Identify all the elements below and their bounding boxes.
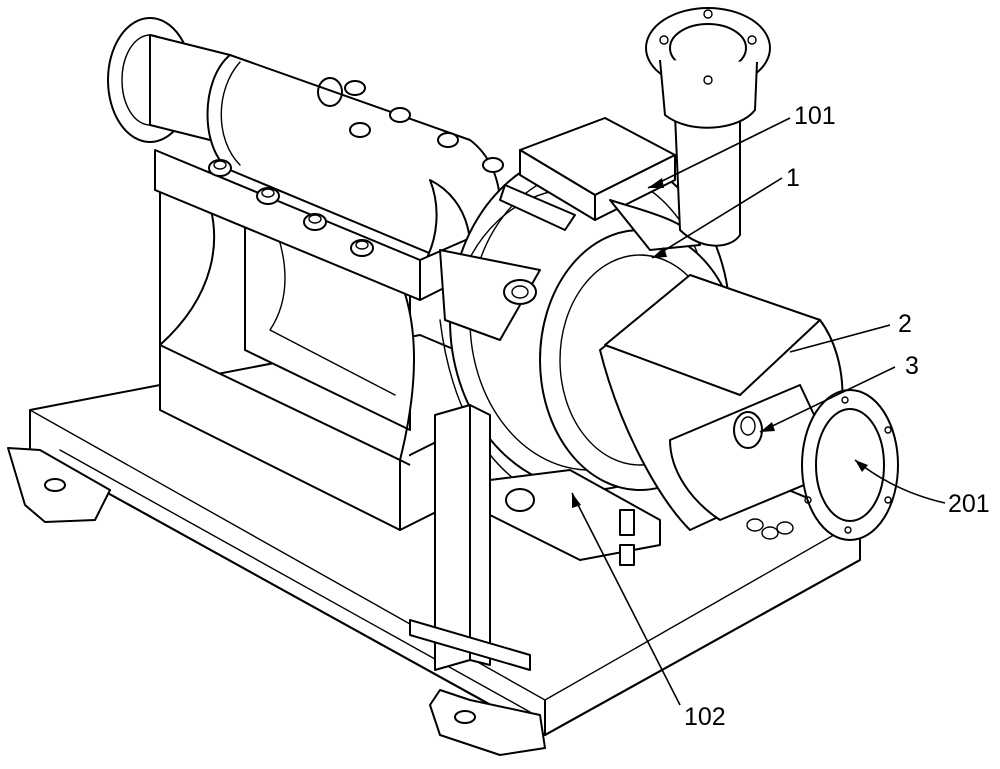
arrow-3 <box>760 422 775 432</box>
mounting-lug-left <box>7 447 111 523</box>
leader-101 <box>647 117 791 189</box>
arrow-1 <box>652 247 667 258</box>
arrow-102 <box>572 493 581 508</box>
inlet-pipe <box>645 7 771 247</box>
lifting-eye <box>317 77 343 107</box>
label-201: 201 <box>948 490 990 518</box>
leader-102 <box>571 492 681 706</box>
outlet-flange <box>801 389 899 541</box>
lower-bracket <box>489 469 661 566</box>
label-2: 2 <box>898 310 912 338</box>
label-3: 3 <box>905 352 919 380</box>
leader-3 <box>759 366 896 433</box>
label-1: 1 <box>786 164 800 192</box>
motor-bolts <box>208 80 504 257</box>
arrow-201 <box>855 460 868 472</box>
leader-1 <box>651 177 783 259</box>
top-housing <box>499 117 701 251</box>
chain <box>746 518 794 540</box>
mounting-lug-bottom <box>429 689 546 756</box>
support-column <box>409 404 531 671</box>
adjust-knob <box>733 411 763 449</box>
arrow-101 <box>648 178 664 188</box>
outlet-body <box>599 274 844 531</box>
leader-2 <box>789 324 891 353</box>
coupling-bracket <box>439 249 541 341</box>
label-102: 102 <box>684 703 726 731</box>
leader-lines <box>571 117 946 706</box>
label-101: 101 <box>794 102 836 130</box>
